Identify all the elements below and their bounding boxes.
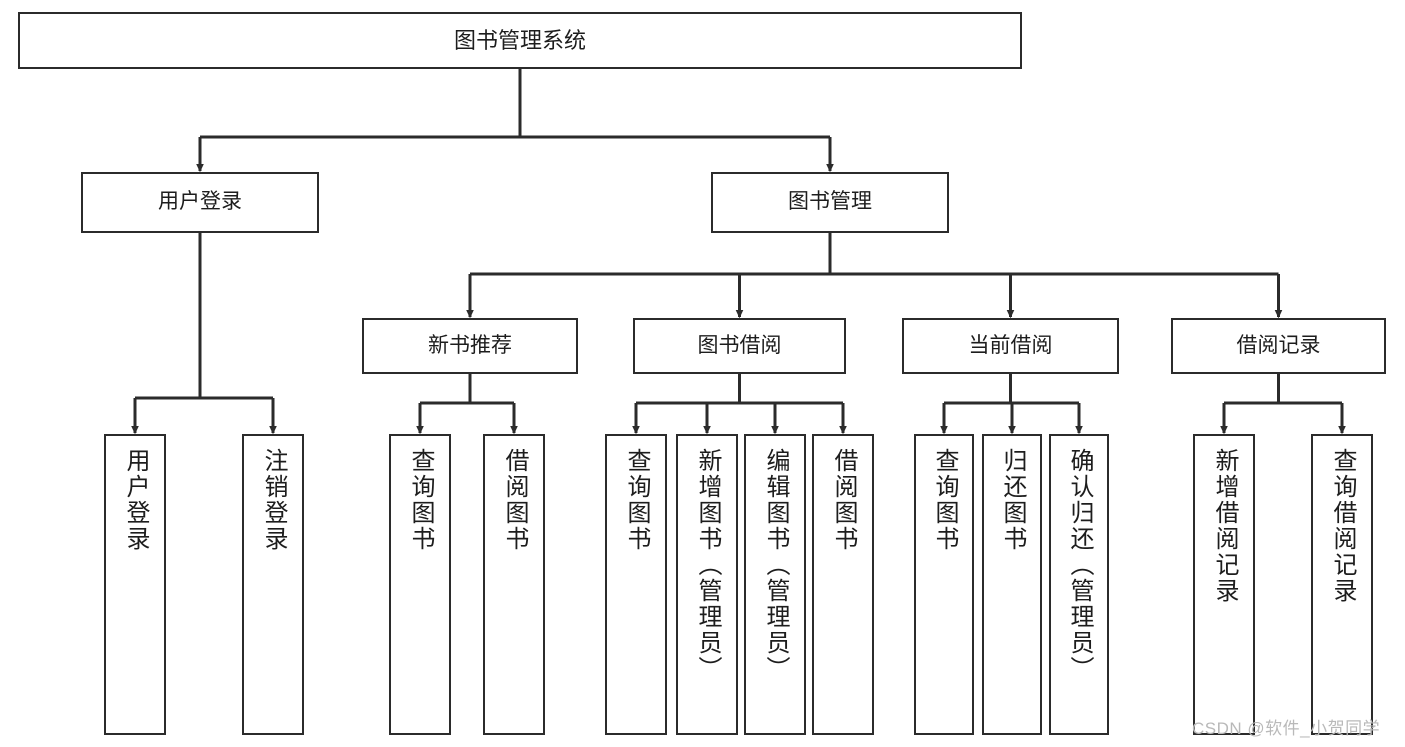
node-leaf-add-book[interactable]: 新增图书（管理员）: [676, 434, 738, 735]
node-borrow-record[interactable]: 借阅记录: [1171, 318, 1386, 374]
node-leaf-logout-login[interactable]: 注销登录: [242, 434, 304, 735]
node-new-book-recommend[interactable]: 新书推荐: [362, 318, 578, 374]
node-leaf-borrow-book[interactable]: 借阅图书: [812, 434, 874, 735]
node-label-leaf-query-borrow-record: 查询借阅记录: [1329, 448, 1356, 604]
node-book-manage[interactable]: 图书管理: [711, 172, 949, 233]
node-label-leaf-user-login: 用户登录: [122, 448, 149, 552]
node-label-book-borrow: 图书借阅: [697, 333, 782, 357]
node-label-leaf-query-book-current: 查询图书: [931, 448, 958, 552]
node-label-leaf-borrow-book: 借阅图书: [830, 448, 857, 552]
node-current-borrow[interactable]: 当前借阅: [902, 318, 1119, 374]
node-leaf-confirm-return[interactable]: 确认归还（管理员）: [1049, 434, 1109, 735]
csdn-watermark: CSDN @软件_小贺同学: [1192, 719, 1381, 738]
node-label-new-book-recommend: 新书推荐: [428, 333, 512, 357]
node-leaf-user-login[interactable]: 用户登录: [104, 434, 166, 735]
connector-lines: [131, 69, 1346, 435]
node-leaf-return-book[interactable]: 归还图书: [982, 434, 1042, 735]
node-label-leaf-return-book: 归还图书: [999, 448, 1026, 552]
node-label-current-borrow: 当前借阅: [968, 333, 1053, 357]
node-label-leaf-borrow-book-recommend: 借阅图书: [501, 448, 528, 552]
node-label-user-login: 用户登录: [158, 190, 242, 214]
node-label-leaf-query-book-borrow: 查询图书: [623, 448, 650, 552]
node-label-leaf-add-borrow-record: 新增借阅记录: [1211, 448, 1238, 604]
node-leaf-query-book-borrow[interactable]: 查询图书: [605, 434, 667, 735]
node-label-book-manage: 图书管理: [788, 190, 872, 214]
node-label-leaf-confirm-return: 确认归还（管理员）: [1066, 448, 1093, 682]
node-leaf-query-book-recommend[interactable]: 查询图书: [389, 434, 451, 735]
node-label-root: 图书管理系统: [453, 27, 586, 53]
node-label-leaf-logout-login: 注销登录: [260, 448, 287, 552]
node-book-borrow[interactable]: 图书借阅: [633, 318, 846, 374]
node-label-leaf-query-book-recommend: 查询图书: [407, 448, 434, 552]
node-leaf-add-borrow-record[interactable]: 新增借阅记录: [1193, 434, 1255, 735]
node-root[interactable]: 图书管理系统: [18, 12, 1022, 69]
node-leaf-borrow-book-recommend[interactable]: 借阅图书: [483, 434, 545, 735]
node-leaf-query-borrow-record[interactable]: 查询借阅记录: [1311, 434, 1373, 735]
node-label-leaf-add-book: 新增图书（管理员）: [694, 448, 721, 682]
node-label-borrow-record: 借阅记录: [1236, 333, 1321, 357]
node-user-login[interactable]: 用户登录: [81, 172, 319, 233]
node-label-leaf-edit-book: 编辑图书（管理员）: [762, 448, 789, 682]
node-leaf-edit-book[interactable]: 编辑图书（管理员）: [744, 434, 806, 735]
node-leaf-query-book-current[interactable]: 查询图书: [914, 434, 974, 735]
